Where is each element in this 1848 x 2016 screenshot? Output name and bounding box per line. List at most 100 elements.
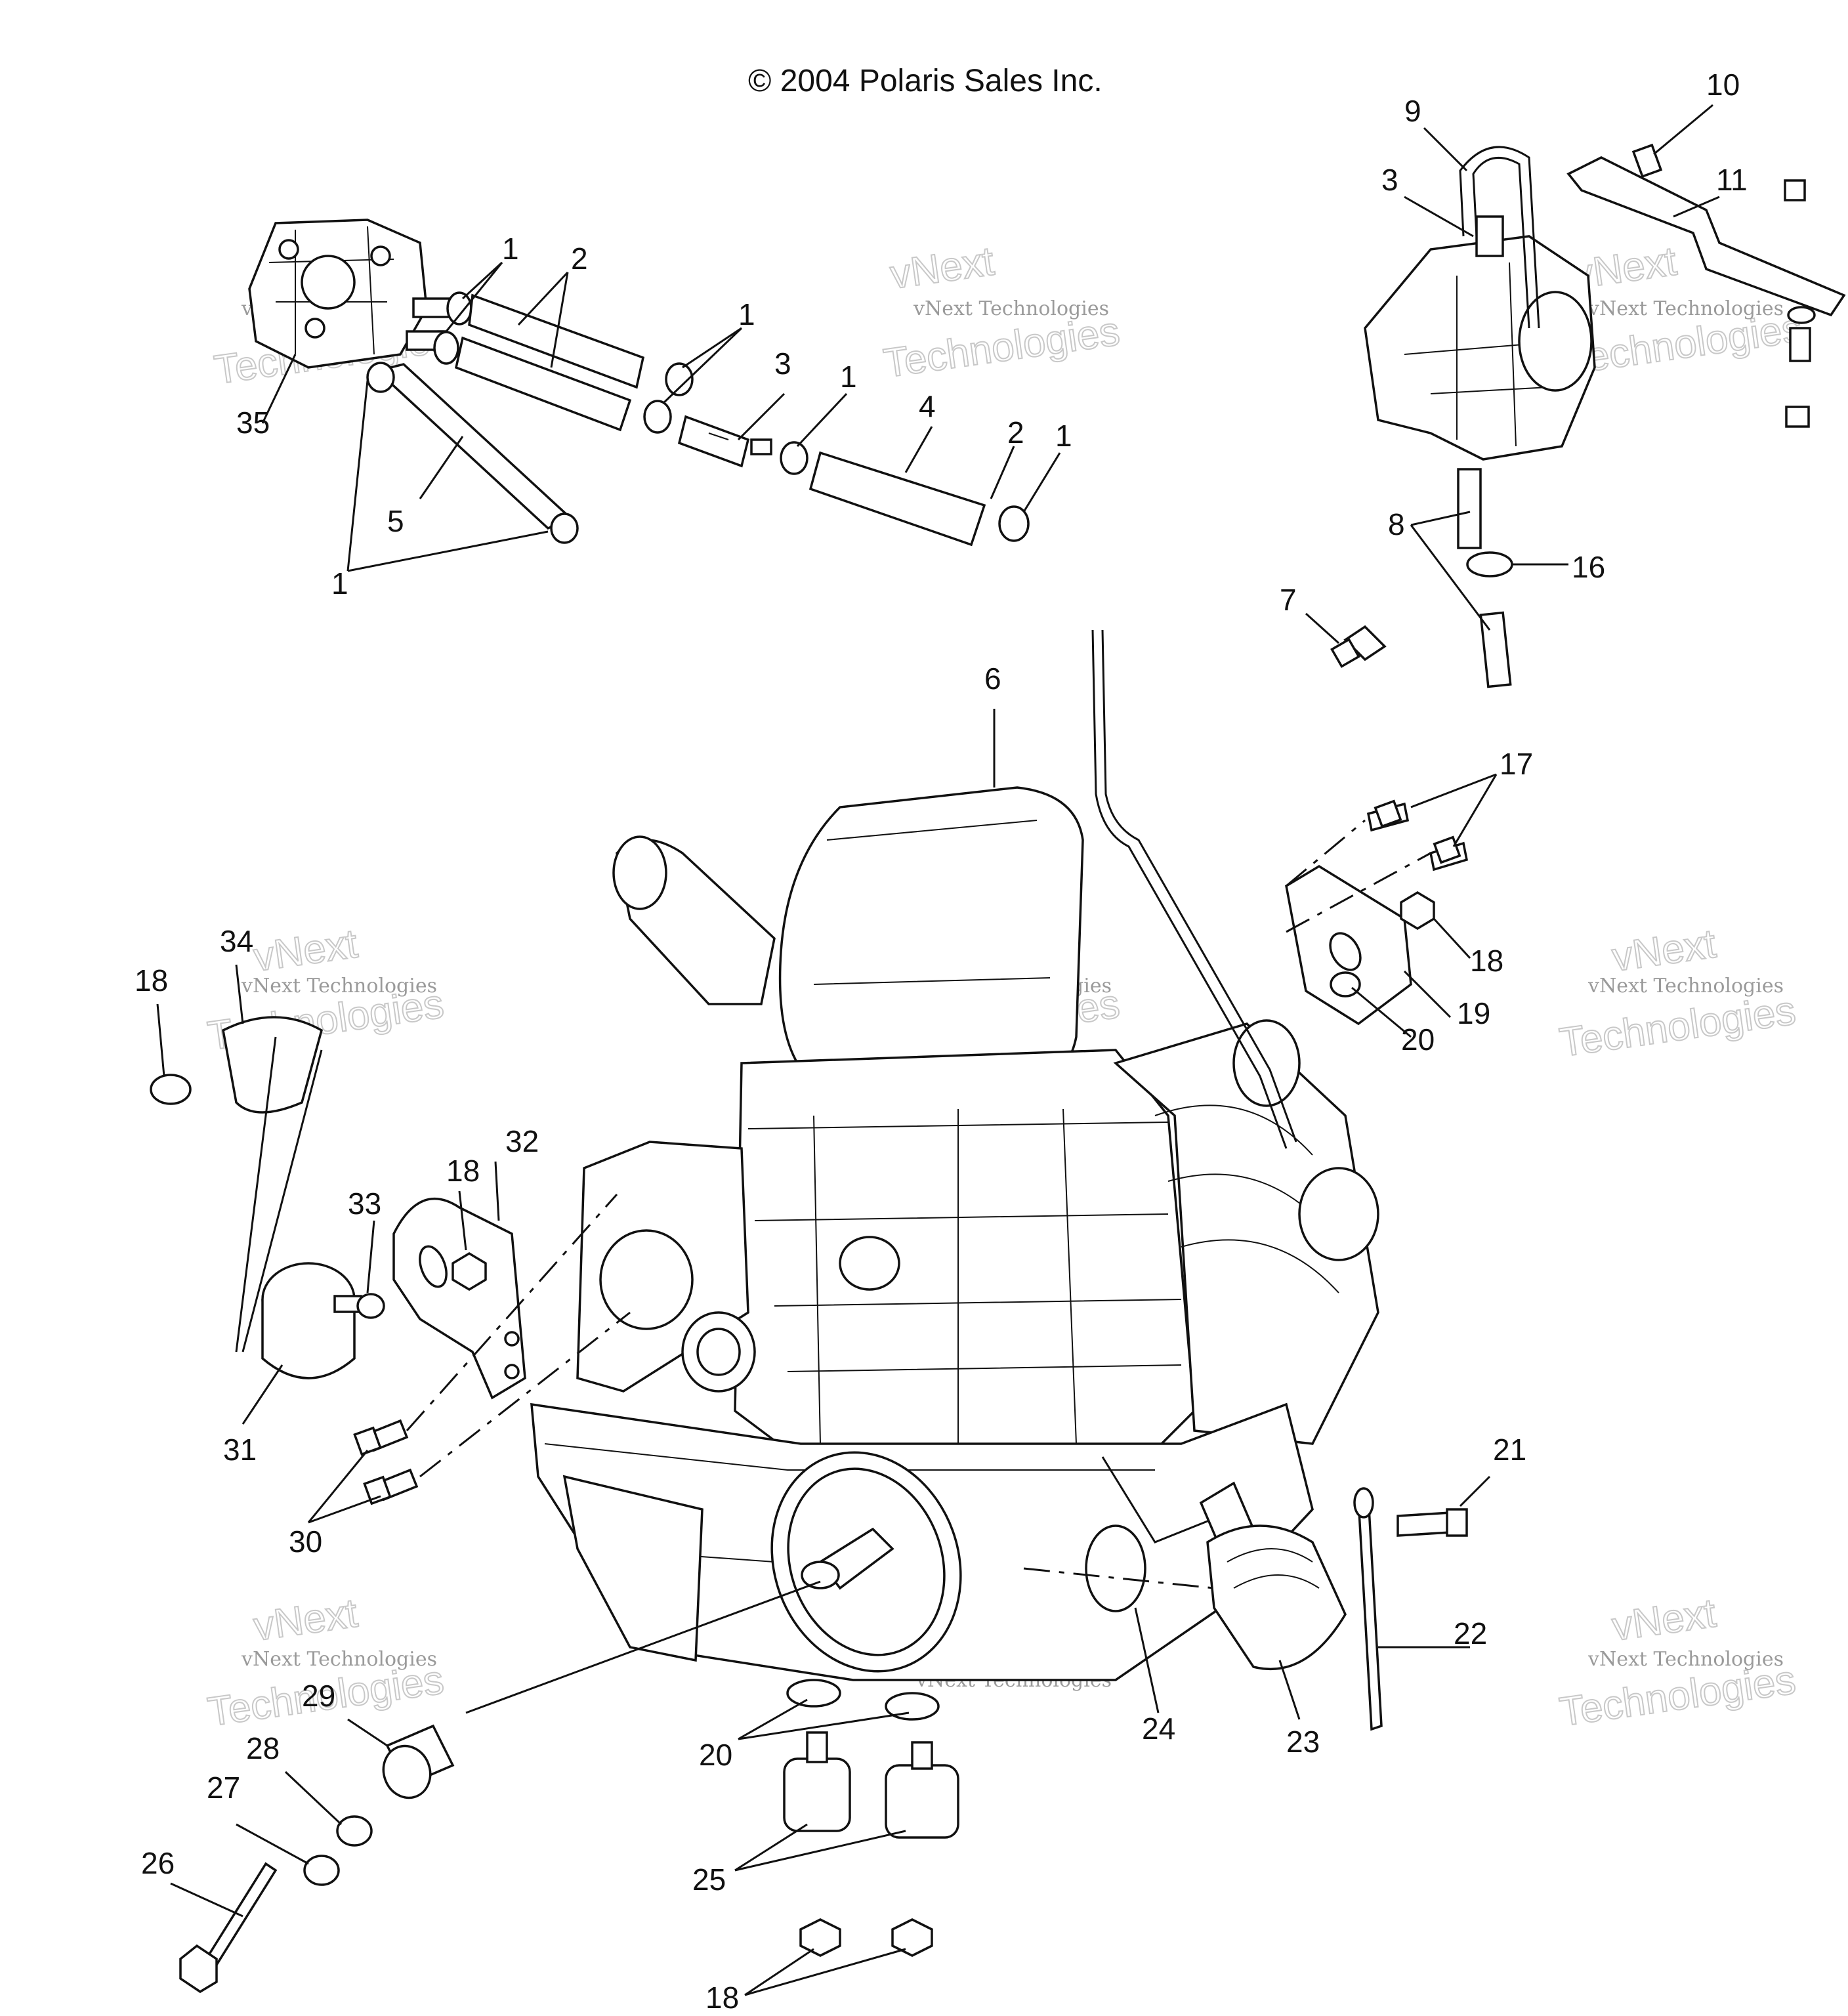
flange-nut [452,1251,487,1292]
oil-sump [562,1475,704,1662]
callout-20: 20 [699,1738,732,1772]
watermark-text: vNext [1609,921,1719,980]
washer [1787,306,1816,324]
watermark-text: vNext [251,1590,360,1649]
callout-3: 3 [774,346,791,381]
bolt-head [363,1475,392,1505]
callout-labels: 1 2 1 3 1 4 2 1 35 5 1 6 9 3 10 11 8 16 … [135,68,1748,2015]
assembly-line [1286,819,1366,887]
fuel-pump-diaphragm [301,255,356,310]
callout-9: 9 [1404,94,1421,128]
bolt-head [1330,638,1360,668]
stud [1789,327,1811,362]
callout-18: 18 [135,963,168,998]
mount-stud [806,1731,828,1763]
callout-27: 27 [207,1771,240,1805]
callout-1: 1 [840,360,857,394]
leader-bracket [235,1036,277,1353]
coupler-ribs [1227,1548,1320,1589]
bracket-slot [419,1245,448,1288]
fuel-filter-arrow [708,432,729,440]
flange-nut [1400,891,1435,931]
callout-1: 1 [1055,419,1072,453]
watermark-text: vNext [1609,1590,1719,1649]
callout-35: 35 [236,406,270,440]
watermark-mid-right: vNext Technologies vNext Technologies [1556,920,1799,1066]
engine-assembly [530,629,1379,1681]
hose-clamp [780,441,808,475]
front-mount-group [179,1580,959,1994]
callout-34: 34 [220,924,253,958]
callout-24: 24 [1142,1712,1175,1746]
washer [1330,971,1361,998]
washer [303,1855,340,1886]
fuel-filter [677,415,750,468]
hose-clamp [446,291,472,326]
callout-23: 23 [1286,1725,1320,1759]
carburetor-detail [1404,262,1563,447]
hose-clamp [366,362,395,393]
watermark-text: vNext Technologies [1587,1648,1784,1671]
exhaust-coupling-group [1023,1487,1468,1731]
hose-clamp [433,331,459,365]
carb-drain-hose [1457,468,1482,549]
assembly-line [419,1311,631,1478]
carb-drain-hose [1479,611,1512,688]
fuel-hose [808,451,986,547]
bolt-head [1433,835,1461,864]
dipstick-loop [1353,1487,1374,1519]
bracket-hole [504,1331,520,1347]
callout-6: 6 [984,662,1001,696]
leader-bracket [242,1049,323,1353]
callout-28: 28 [246,1731,280,1765]
flange-nut [150,1074,192,1105]
valve-cover [778,786,1084,1104]
hose-clamp [1085,1524,1146,1612]
fuel-hose [454,336,632,432]
callout-1: 1 [502,232,519,266]
callout-7: 7 [1280,583,1297,617]
callout-5: 5 [387,504,404,538]
copyright-notice: © 2004 Polaris Sales Inc. [748,64,1102,98]
intake-boot-opening [612,835,667,910]
vent-tube [1472,156,1530,329]
rubber-mount [885,1764,959,1839]
callout-25: 25 [692,1862,726,1897]
grommet [1466,551,1513,578]
callout-10: 10 [1706,68,1740,102]
hose-clamp [998,505,1030,542]
coolant-pipe [1101,1456,1221,1544]
callout-2: 2 [1007,415,1024,450]
callout-29: 29 [302,1679,335,1713]
flange-nut [891,1918,933,1957]
rubber-mount [783,1757,851,1832]
callout-16: 16 [1572,550,1605,584]
watermark-text: vNext [251,921,360,980]
hose-clamp [643,400,672,434]
assembly-line [1023,1567,1215,1589]
callout-31: 31 [223,1433,257,1467]
callout-1: 1 [738,297,755,331]
callout-22: 22 [1454,1616,1487,1650]
callout-1: 1 [331,566,348,600]
starter-motor [599,1229,694,1330]
bolt [1631,143,1663,178]
callout-18: 18 [705,1981,739,2015]
cylinder-detail [813,1108,1077,1444]
watermark-top-right: vNext Technologies vNext Technologies [1563,238,1805,383]
thermostat-housing [839,1236,900,1291]
bracket-slot [1329,932,1362,971]
callout-32: 32 [505,1124,539,1158]
breather-tube [1101,629,1297,1143]
mount-stud [911,1741,933,1770]
watermark-text: Technologies [1557,988,1798,1066]
oil-filter-center [696,1328,741,1376]
left-mount-group [150,1016,631,1505]
bolt-head [179,1944,218,1994]
washer [885,1692,940,1721]
fuel-pump-screw [278,239,299,260]
intake-coupler [1206,1524,1347,1671]
watermark-text: vNext Technologies [1587,297,1784,320]
callout-18: 18 [446,1154,480,1188]
